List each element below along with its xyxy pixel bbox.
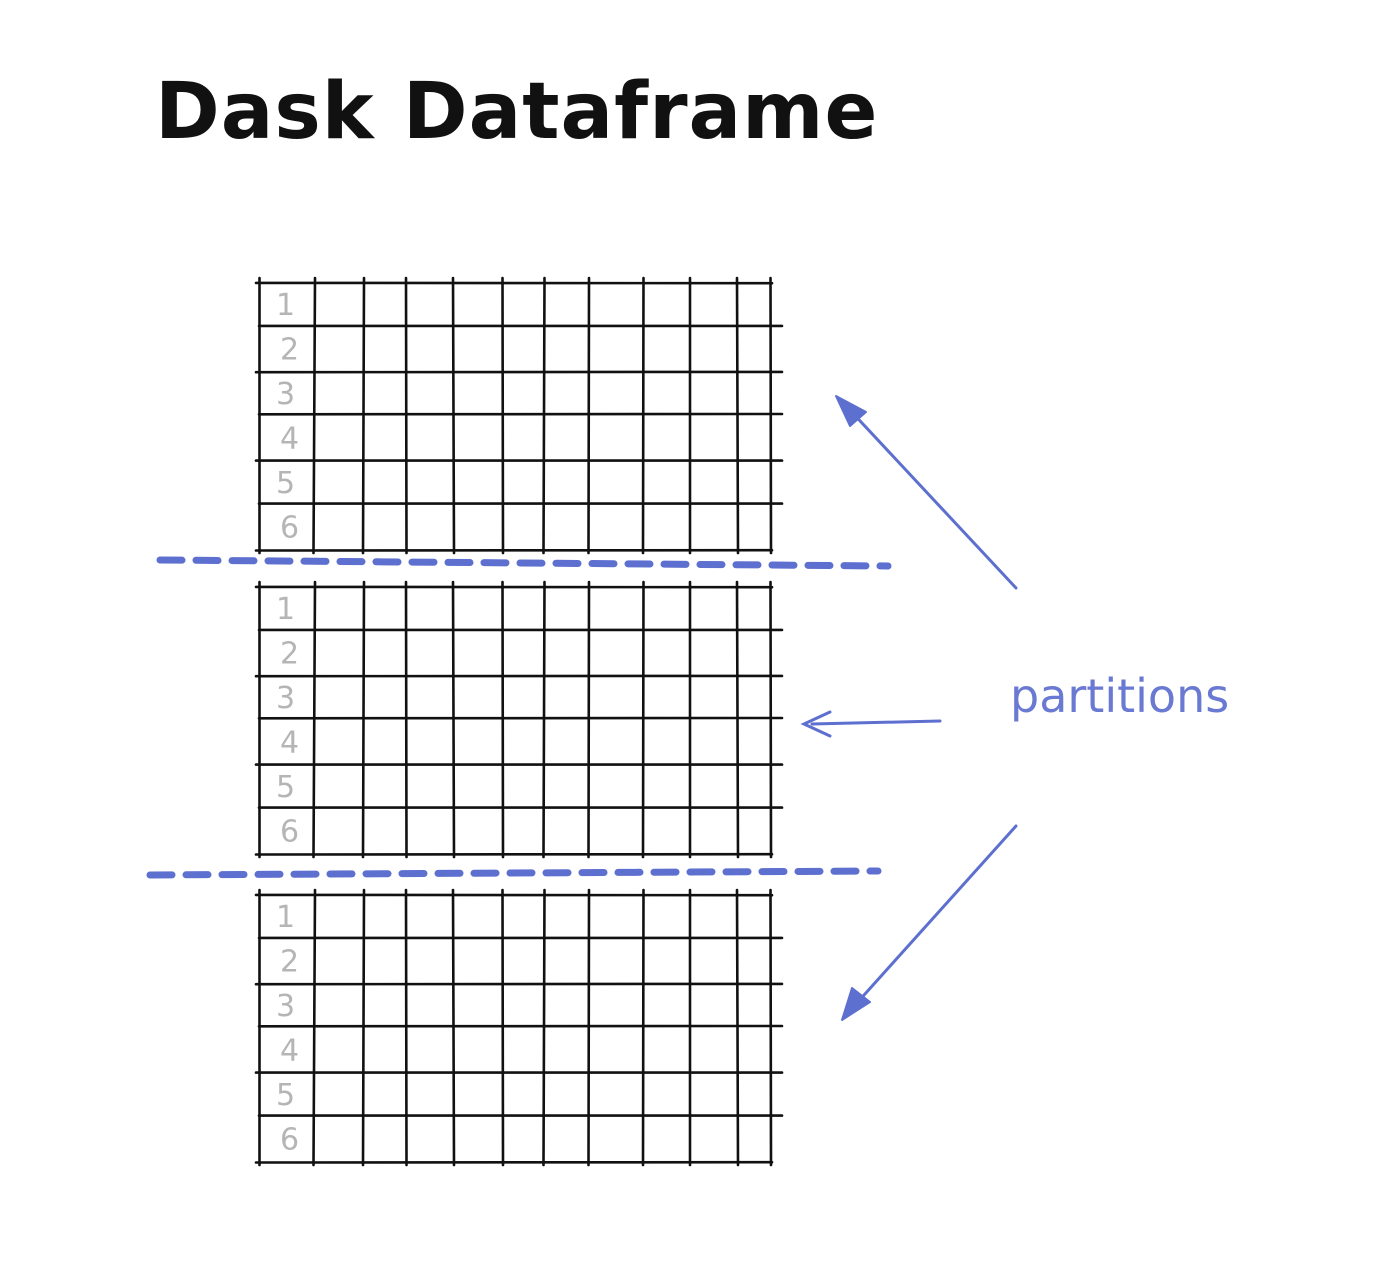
- arrow-2-head: [800, 710, 832, 738]
- column-line: [735, 276, 740, 555]
- row-number: 1: [276, 288, 295, 323]
- column-line: [542, 580, 546, 859]
- row-number: 2: [280, 637, 299, 672]
- partition-divider-2: [146, 867, 882, 879]
- partitions-label: partitions: [1010, 669, 1229, 723]
- row-number: 6: [280, 815, 299, 850]
- column-line: [769, 276, 773, 555]
- column-line: [587, 888, 591, 1167]
- column-line: [451, 888, 456, 1167]
- arrow-to-partition-3: [841, 824, 1018, 1021]
- row-number: 6: [280, 511, 299, 546]
- column-line: [587, 276, 591, 555]
- column-line: [735, 580, 740, 859]
- column-line: [312, 580, 317, 859]
- column-line: [361, 888, 366, 1167]
- row-number: 3: [276, 377, 295, 412]
- row-number: 3: [276, 681, 295, 716]
- column-line: [404, 888, 408, 1167]
- arrow-to-partition-1: [835, 395, 1018, 590]
- row-number: 4: [280, 422, 299, 457]
- column-line: [641, 580, 645, 859]
- column-line: [312, 276, 317, 555]
- column-line: [501, 888, 505, 1167]
- column-line: [404, 580, 408, 859]
- column-line: [587, 580, 591, 859]
- arrow-3-head: [841, 987, 871, 1021]
- diagram-title: Dask Dataframe: [155, 67, 878, 157]
- partition-divider-1: [156, 556, 892, 570]
- row-number: 5: [276, 770, 295, 805]
- column-line: [542, 888, 546, 1167]
- arrow-2-shaft: [810, 719, 942, 726]
- column-line: [641, 276, 645, 555]
- row-number: 4: [280, 1034, 299, 1069]
- row-number: 6: [280, 1123, 299, 1158]
- partition-table-3: 1 2 3 4 5 6: [254, 888, 784, 1167]
- column-line: [501, 276, 505, 555]
- partition-table-1: 1 2 3 4 5 6: [254, 276, 784, 555]
- column-line: [542, 276, 546, 555]
- column-line: [404, 276, 408, 555]
- column-line: [501, 580, 505, 859]
- column-line: [312, 888, 317, 1167]
- row-number: 2: [280, 333, 299, 368]
- row-number: 2: [280, 945, 299, 980]
- row-number: 3: [276, 989, 295, 1024]
- column-line: [769, 888, 773, 1167]
- column-line: [361, 276, 366, 555]
- partitions-group: 1 2 3 4 5 6 1 2 3 4 5 6 1 2 3 4 5 6: [254, 276, 784, 1167]
- row-number: 5: [276, 1078, 295, 1113]
- row-number: 1: [276, 900, 295, 935]
- column-line: [769, 580, 773, 859]
- arrow-3-shaft: [854, 824, 1018, 1006]
- column-line: [361, 580, 366, 859]
- arrow-1-head: [835, 395, 867, 427]
- column-line: [735, 888, 740, 1167]
- column-line: [451, 580, 456, 859]
- column-line: [641, 888, 645, 1167]
- row-number: 5: [276, 466, 295, 501]
- row-number: 1: [276, 592, 295, 627]
- column-line: [451, 276, 456, 555]
- partition-table-2: 1 2 3 4 5 6: [254, 580, 784, 859]
- arrow-1-shaft: [846, 406, 1018, 590]
- row-number: 4: [280, 726, 299, 761]
- arrow-to-partition-2: [800, 710, 942, 738]
